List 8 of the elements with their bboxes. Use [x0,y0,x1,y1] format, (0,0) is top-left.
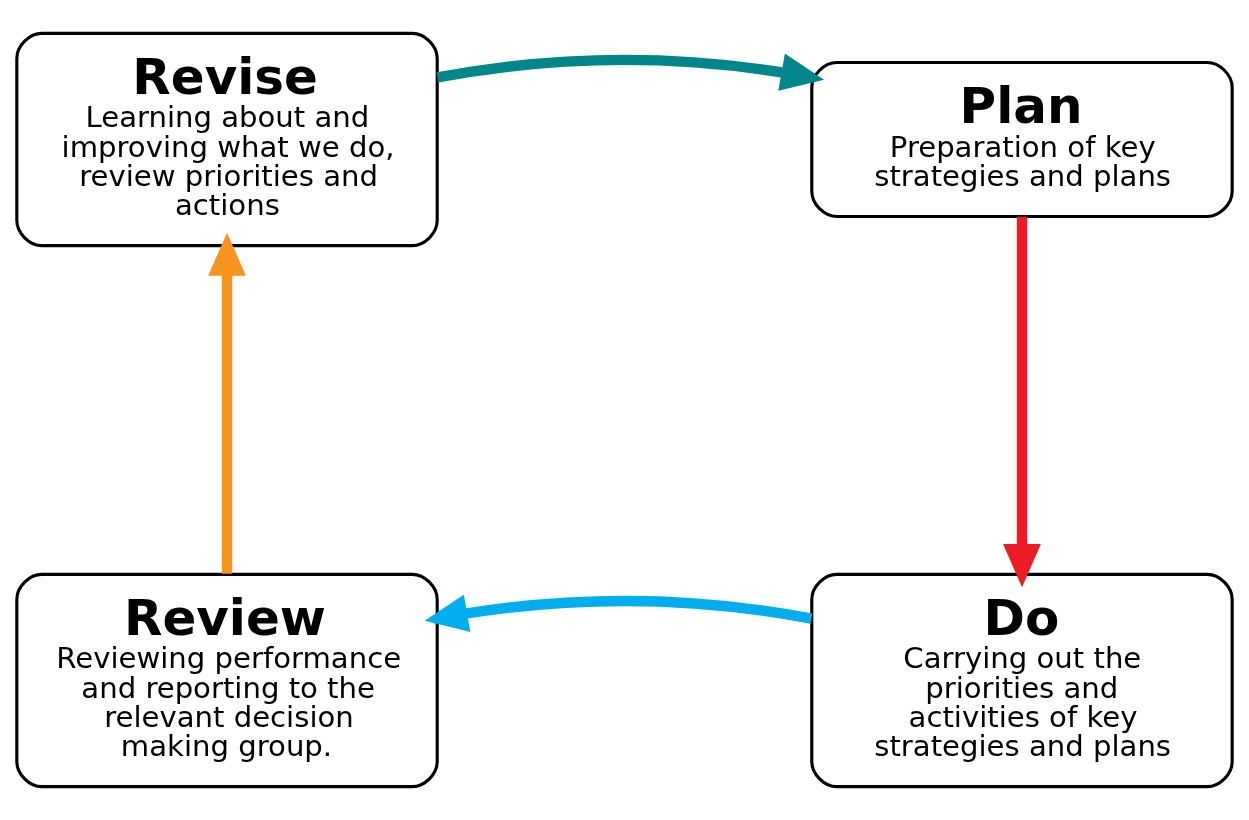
arrow [1003,216,1041,588]
node-box: Plan Preparation of key strategies and plans [810,60,1234,218]
node-box: Review Reviewing performance and reporting to the relevant decision making group. [15,572,439,789]
node-box: Do Carrying out the priorities and activities of key strategies and plans [810,572,1234,789]
node-box: Revise Learning about and improving what we do, review priorities and actions [15,31,439,248]
arrow [424,594,813,632]
arrow [436,53,825,91]
arrow [208,232,246,574]
